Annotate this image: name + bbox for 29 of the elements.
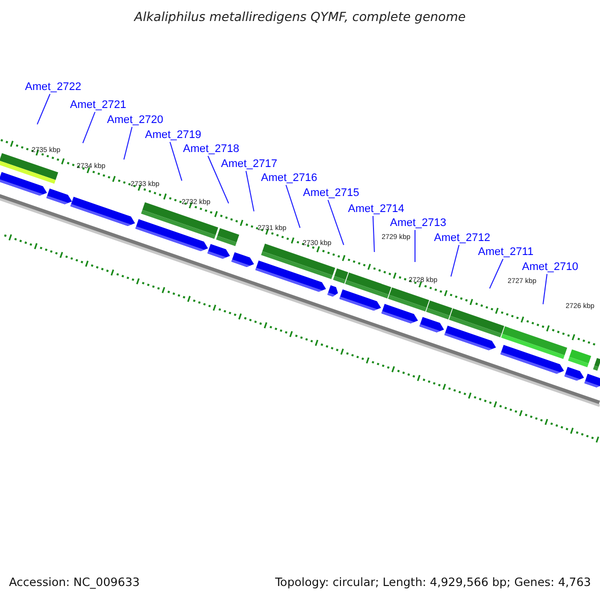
gene-label: Amet_2718 — [183, 143, 240, 156]
leader-line — [170, 142, 182, 182]
leader-line — [208, 156, 230, 204]
leader-line — [123, 126, 132, 160]
leader-line — [450, 244, 460, 277]
gene-label: Amet_2710 — [522, 261, 578, 274]
gene-label: Amet_2715 — [303, 187, 360, 200]
gene-label: Amet_2720 — [107, 114, 164, 127]
chart-title: Alkaliphilus metalliredigens QYMF, complete genome — [132, 9, 467, 24]
leader-line — [36, 94, 50, 125]
gene-label: Amet_2722 — [25, 81, 82, 94]
leader-line — [414, 230, 416, 262]
leader-line — [372, 216, 375, 252]
leader-line — [286, 184, 301, 228]
leader-line — [489, 258, 504, 289]
gene-label: Amet_2713 — [390, 217, 446, 230]
gene-label: Amet_2719 — [145, 129, 202, 142]
gene-label: Amet_2721 — [70, 99, 126, 112]
gene-label: Amet_2714 — [348, 203, 404, 216]
leader-line — [328, 200, 344, 246]
leader-line — [82, 112, 96, 144]
leader-line — [246, 170, 254, 212]
footer-text: Topology: circular; Length: 4,929,566 bp; Genes: 4,763 — [275, 575, 591, 589]
gene-label: Amet_2716 — [261, 172, 318, 185]
gene-label: Amet_2711 — [478, 246, 534, 259]
gene-label: Amet_2717 — [221, 158, 278, 171]
leader-line — [542, 274, 548, 305]
gene-label: Amet_2712 — [434, 232, 490, 245]
footer-text: Accession: NC_009633 — [9, 575, 140, 589]
